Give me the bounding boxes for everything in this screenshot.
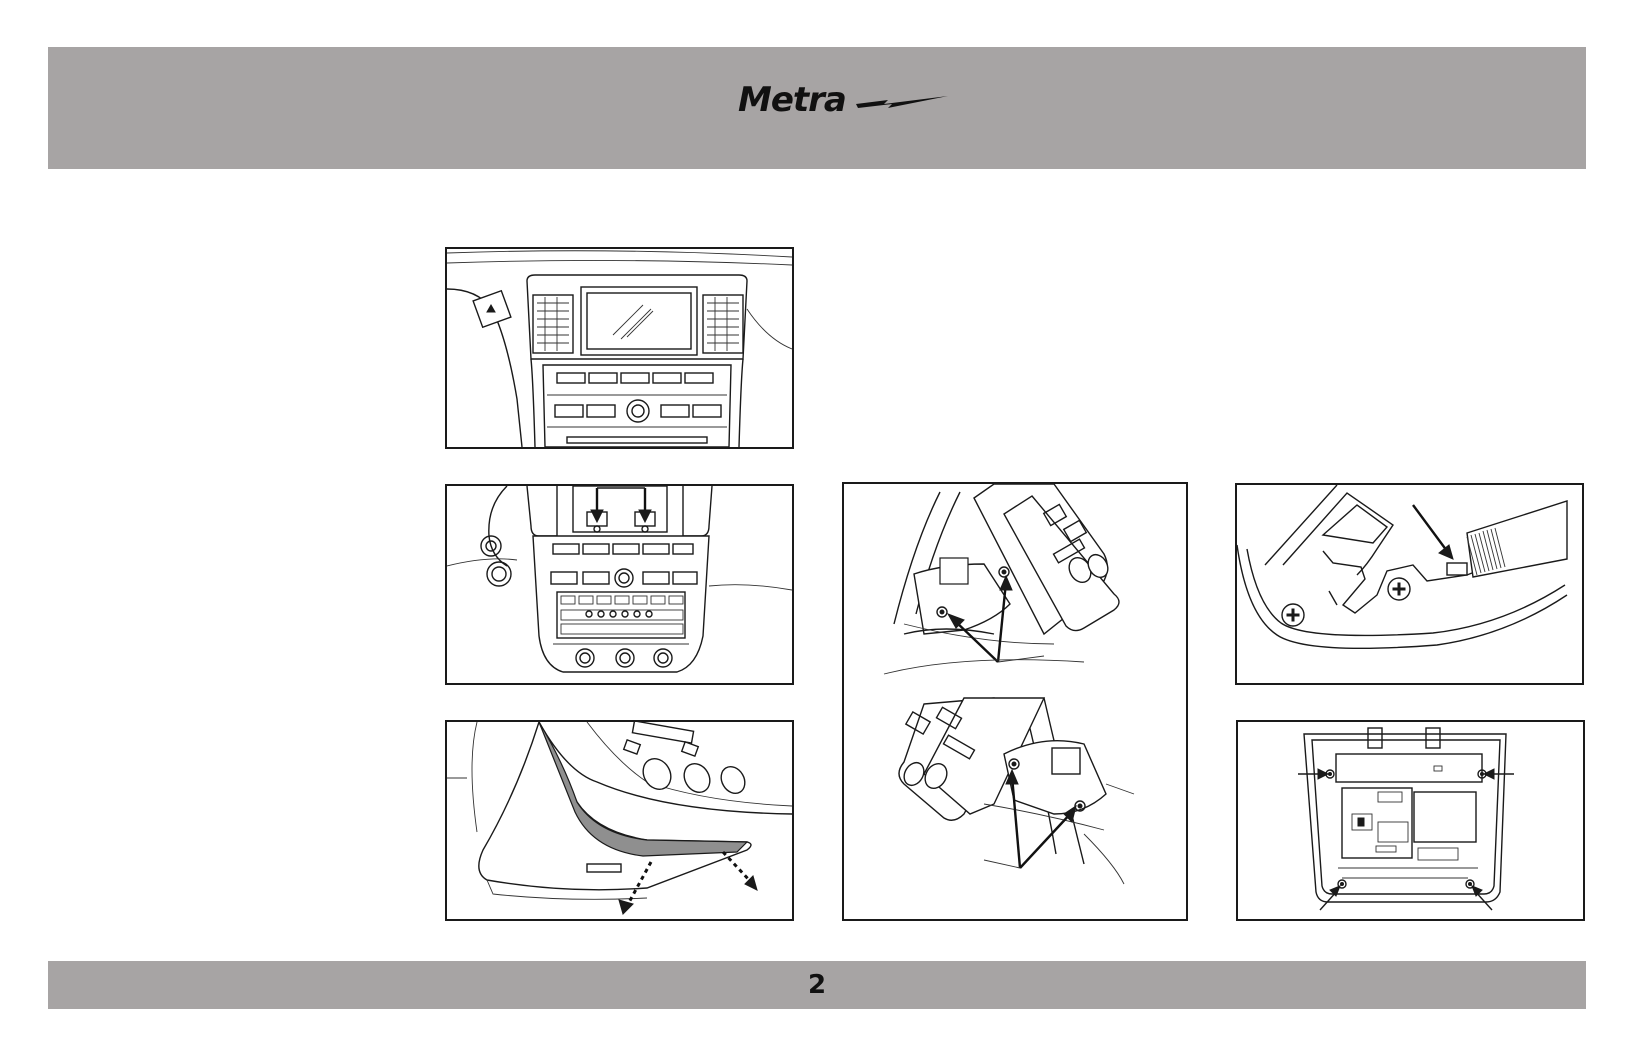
figure-radio-chassis-screws — [1236, 720, 1585, 921]
figure-ribbon-connector — [1235, 483, 1584, 685]
logo-wordmark: Metra — [738, 82, 846, 118]
footer-band: 2 — [48, 961, 1586, 1009]
figure-trim-panel-removal — [445, 720, 794, 921]
figure-dash-overview — [445, 247, 794, 449]
figure-bracket-screws — [842, 482, 1188, 921]
page-number: 2 — [48, 961, 1586, 1009]
figure-radio-screws — [445, 484, 794, 685]
metra-logo: Metra — [738, 82, 948, 118]
